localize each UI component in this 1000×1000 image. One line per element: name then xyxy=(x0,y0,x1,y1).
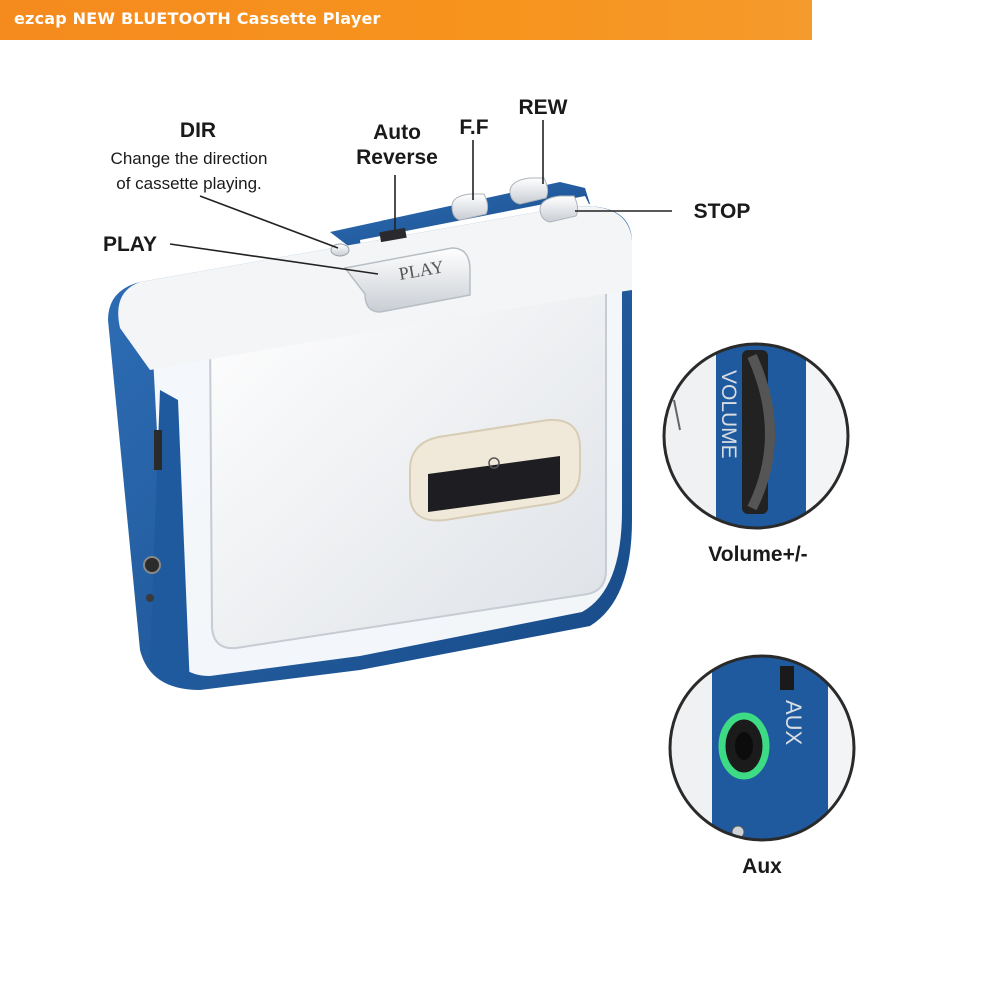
leader-lines xyxy=(169,120,672,275)
side-aux-jack xyxy=(143,430,162,602)
auto-reverse-label-line1: Auto xyxy=(373,121,421,144)
aux-label: Aux xyxy=(742,855,782,878)
stop-label: STOP xyxy=(693,200,751,223)
title-banner xyxy=(0,0,812,40)
play-label: PLAY xyxy=(102,233,158,256)
rew-label: REW xyxy=(518,96,568,119)
dir-description-line2: of cassette playing. xyxy=(116,174,262,193)
aux-engraving: AUX xyxy=(781,700,806,746)
play-button[interactable]: PLAY xyxy=(343,247,471,313)
dir-description-line1: Change the direction xyxy=(110,149,268,168)
stop-button[interactable] xyxy=(539,195,579,223)
cassette-window xyxy=(409,418,581,522)
dir-label: DIR xyxy=(179,119,217,142)
ff-label: F.F xyxy=(459,116,489,139)
volume-label: Volume+/- xyxy=(708,543,808,566)
auto-reverse-label-line2: Reverse xyxy=(356,146,438,169)
banner-title: ezcap NEW BLUETOOTH Cassette Player xyxy=(14,9,381,28)
auto-reverse-switch[interactable] xyxy=(379,227,407,243)
volume-engraving: VOLUME xyxy=(717,370,740,459)
rew-button[interactable] xyxy=(509,177,549,205)
aux-zoom-circle: AUX xyxy=(668,654,856,842)
volume-zoom-circle: VOLUME xyxy=(662,342,850,530)
ff-button[interactable] xyxy=(451,193,489,221)
